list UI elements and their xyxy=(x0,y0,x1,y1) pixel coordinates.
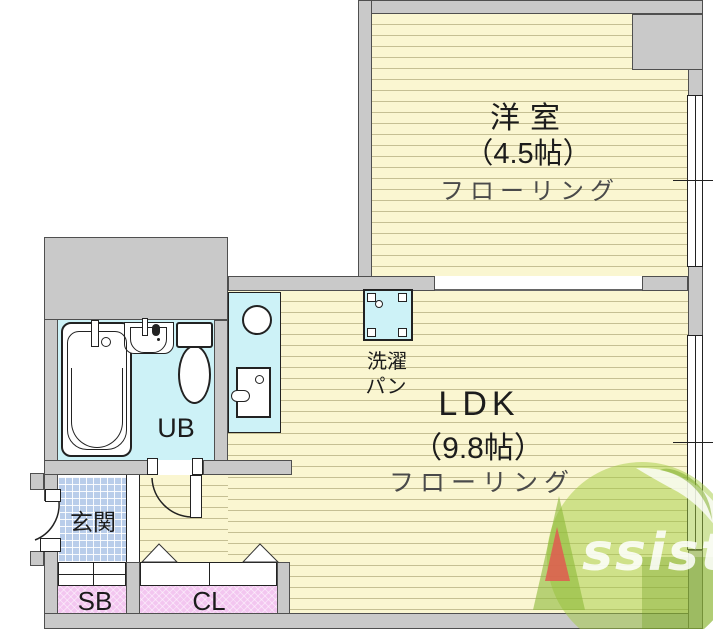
shoe-box-shelf-divider xyxy=(93,563,94,585)
ldk-flooring: フローリング xyxy=(388,469,576,497)
laundry-pan-corner-bl xyxy=(367,328,376,337)
wall-unit-bath-bottom-left xyxy=(44,460,148,475)
wall-unit-bath-bottom-right xyxy=(203,460,292,475)
wash-basin-bowl xyxy=(130,327,167,353)
front-door-opening xyxy=(43,501,60,539)
toilet-bowl xyxy=(178,345,211,404)
wall-bottom xyxy=(44,613,703,629)
laundry-pan-corner-tl xyxy=(367,293,376,302)
entrance-tile-floor xyxy=(58,477,126,562)
bathtub-faucet xyxy=(91,320,99,347)
bathtub-seat-curve xyxy=(71,368,123,448)
laundry-pan-corner-br xyxy=(398,328,407,337)
closet-shelf-divider xyxy=(209,563,210,585)
window-western-room xyxy=(687,95,703,267)
wall-stub-room-divider-right xyxy=(642,276,688,291)
closet-shelf xyxy=(140,562,277,586)
window-glass-line xyxy=(695,96,696,266)
ldk-name: LDK xyxy=(438,385,520,423)
closet-label: CL xyxy=(192,586,226,616)
kitchen-faucet-handle xyxy=(231,390,250,402)
corner-pillar xyxy=(632,14,703,70)
laundry-pan-corner-tr xyxy=(398,293,407,302)
laundry-pan-label-1: 洗濯 xyxy=(367,351,407,373)
bathtub-drain xyxy=(101,337,111,347)
wall-right-between-windows xyxy=(688,266,703,336)
bath-door-frame-right xyxy=(192,458,203,475)
kitchen-stove-knob xyxy=(255,375,264,384)
western-room-flooring: フローリング xyxy=(440,178,620,205)
shoe-box-shelf xyxy=(58,562,126,586)
shoe-box-shelf-line xyxy=(59,574,125,575)
bath-door-leaf xyxy=(190,475,202,518)
window-tick-western xyxy=(673,180,713,181)
unit-bath-label: UB xyxy=(157,413,195,443)
bath-door-frame-left xyxy=(147,458,158,475)
window-tick-ldk xyxy=(673,442,713,443)
laundry-pan-label-2: パン xyxy=(365,376,407,398)
wall-ldk-top-band xyxy=(228,276,435,291)
entrance-label: 玄関 xyxy=(70,509,116,535)
wall-cl-right xyxy=(277,562,290,614)
basin-drain-dot xyxy=(157,338,160,341)
basin-faucet-knob xyxy=(152,324,160,336)
wall-western-top xyxy=(358,0,703,14)
door-post-outside-upper xyxy=(30,473,44,490)
toilet-tank xyxy=(176,322,213,348)
front-door-frame-bottom xyxy=(40,538,61,552)
western-room-size: （4.5帖） xyxy=(464,138,592,170)
wall-ldk-right-lower xyxy=(688,550,703,629)
wall-western-left xyxy=(358,0,372,291)
wall-sb-cl-divider xyxy=(126,562,140,614)
laundry-pan-drain xyxy=(375,300,383,308)
basin-faucet-pin xyxy=(142,318,148,336)
kitchen-sink xyxy=(242,305,272,335)
front-door-frame-top xyxy=(45,489,61,502)
shoe-box-area xyxy=(58,586,126,613)
wall-unit-bath-right xyxy=(214,320,228,462)
western-room-name: 洋室 xyxy=(490,102,570,135)
closet-area xyxy=(140,586,277,613)
wall-block-above-bath xyxy=(44,237,228,320)
entrance-partition xyxy=(126,475,140,562)
door-post-outside-lower xyxy=(30,551,44,566)
shoe-box-label: SB xyxy=(77,586,113,616)
ldk-size: （9.8帖） xyxy=(412,432,544,465)
